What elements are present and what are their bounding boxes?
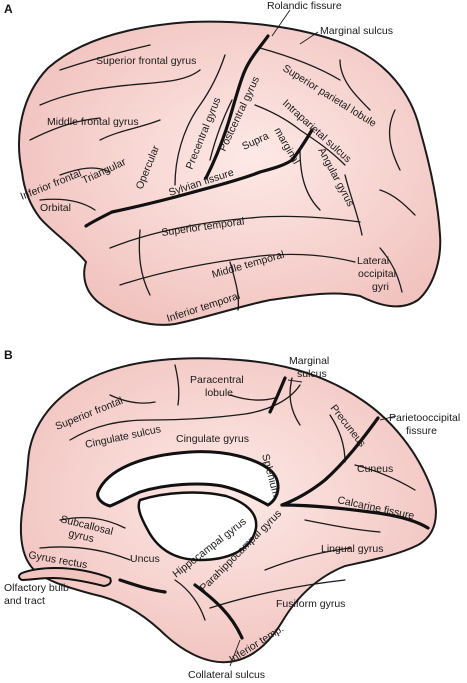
label-parietooccipital: Parietooccipital — [389, 412, 460, 424]
label-rolandic-fissure: Rolandic fissure — [267, 0, 342, 12]
olfactory-bulb-and-tract — [18, 566, 112, 588]
septal-region — [137, 491, 258, 562]
label-middle-frontal-gyrus: Middle frontal gyrus — [47, 116, 139, 128]
label-marginal-sulcus: Marginal sulcus — [320, 25, 393, 37]
label-fissure: fissure — [406, 425, 437, 437]
medial-view: B — [4, 348, 460, 681]
panel-b-label: B — [4, 348, 13, 362]
lateral-view: A — [4, 0, 442, 326]
label-occipital: occipital — [358, 268, 396, 280]
sylvian-fissure-line — [110, 158, 294, 214]
rolandic-fissure-line — [204, 34, 270, 180]
label-superior-frontal-gyrus: Superior frontal gyrus — [96, 55, 196, 67]
label-sulcus-b: sulcus — [297, 368, 327, 380]
label-fusiform-gyrus: Fusiform gyrus — [276, 598, 345, 610]
label-lateral: Lateral — [357, 255, 389, 267]
panel-a-label: A — [4, 2, 13, 16]
marginal-sulcus-line — [268, 376, 287, 414]
lateral-brain-outline — [18, 20, 442, 326]
medial-sulci — [39, 364, 416, 621]
label-uncus: Uncus — [130, 553, 160, 565]
label-olfactory-bulb: Olfactory bulb — [4, 582, 69, 594]
collateral-sulcus-line — [193, 583, 244, 640]
lateral-sulci — [29, 44, 416, 311]
label-gyri: gyri — [372, 281, 389, 293]
label-lingual-gyrus: Lingual gyrus — [321, 543, 383, 555]
calcarine-fissure-line — [280, 503, 430, 530]
label-marginal-b: Marginal — [289, 355, 329, 367]
medial-fissures — [118, 376, 430, 640]
label-and-tract: and tract — [4, 595, 45, 607]
label-orbital: Orbital — [40, 202, 71, 214]
lateral-fissures — [84, 34, 314, 228]
label-lobule: lobule — [205, 387, 233, 399]
parietooccipital-fissure-line — [280, 416, 380, 507]
corpus-callosum-region — [96, 450, 280, 508]
label-corpus-callosum: Corpus callosum — [133, 460, 212, 477]
label-paracentral: Paracentral — [190, 374, 244, 386]
label-cuneus: Cuneus — [357, 463, 393, 475]
label-cingulate-gyrus: Cingulate gyrus — [176, 433, 249, 445]
label-collateral-sulcus: Collateral sulcus — [188, 669, 265, 681]
